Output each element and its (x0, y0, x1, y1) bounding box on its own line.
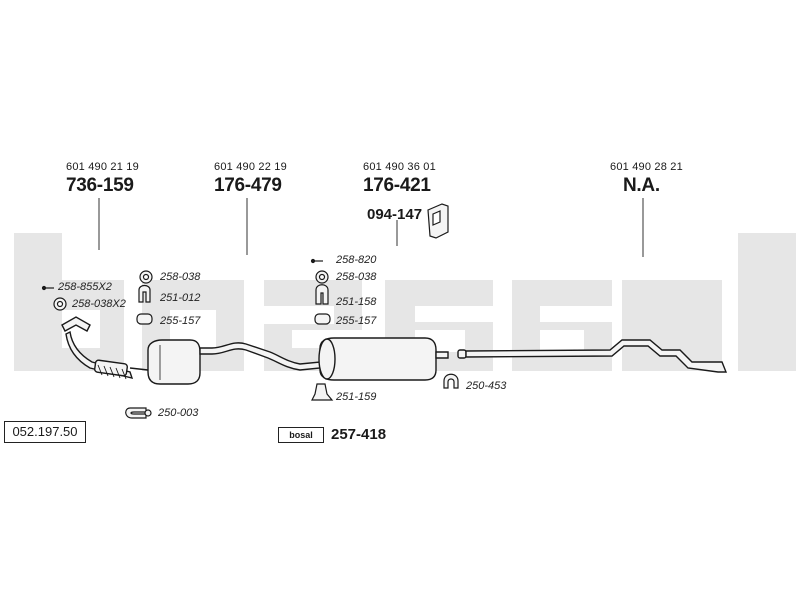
oe-number-2: 601 490 22 19 (214, 161, 287, 173)
part-number-1: 736-159 (66, 175, 134, 196)
oe-number-1: 601 490 21 19 (66, 161, 139, 173)
accessory-label: 251-158 (336, 296, 377, 308)
oe-number-4: 601 490 28 21 (610, 161, 683, 173)
accessory-icons (41, 203, 459, 419)
part-number-4: N.A. (623, 175, 660, 196)
accessory-label: 251-159 (336, 391, 377, 403)
accessory-label: 250-003 (158, 407, 199, 419)
accessory-label: 258-855X2 (58, 281, 112, 293)
part-number-3: 176-421 (363, 175, 431, 196)
accessory-label: 255-157 (160, 315, 201, 327)
fitting-kit-number: 257-418 (331, 426, 387, 443)
accessory-label: 258-820 (336, 254, 377, 266)
rear-silencer-176-421 (318, 337, 449, 381)
front-silencer-176-479 (129, 339, 321, 385)
accessory-label: 258-038 (336, 271, 377, 283)
accessory-label: 258-038 (160, 271, 201, 283)
accessory-label: 251-012 (160, 292, 201, 304)
accessory-label: 255-157 (336, 315, 377, 327)
front-pipe-736-159 (61, 316, 134, 380)
accessory-label: 250-453 (466, 380, 507, 392)
sub-part-number: 094-147 (367, 206, 423, 223)
accessory-label: 258-038X2 (72, 298, 126, 310)
catalog-number: 052.197.50 (4, 421, 86, 443)
tail-pipe-na (457, 339, 728, 373)
bosal-logo-box: bosal (278, 427, 324, 443)
oe-number-3: 601 490 36 01 (363, 161, 436, 173)
part-number-2: 176-479 (214, 175, 282, 196)
